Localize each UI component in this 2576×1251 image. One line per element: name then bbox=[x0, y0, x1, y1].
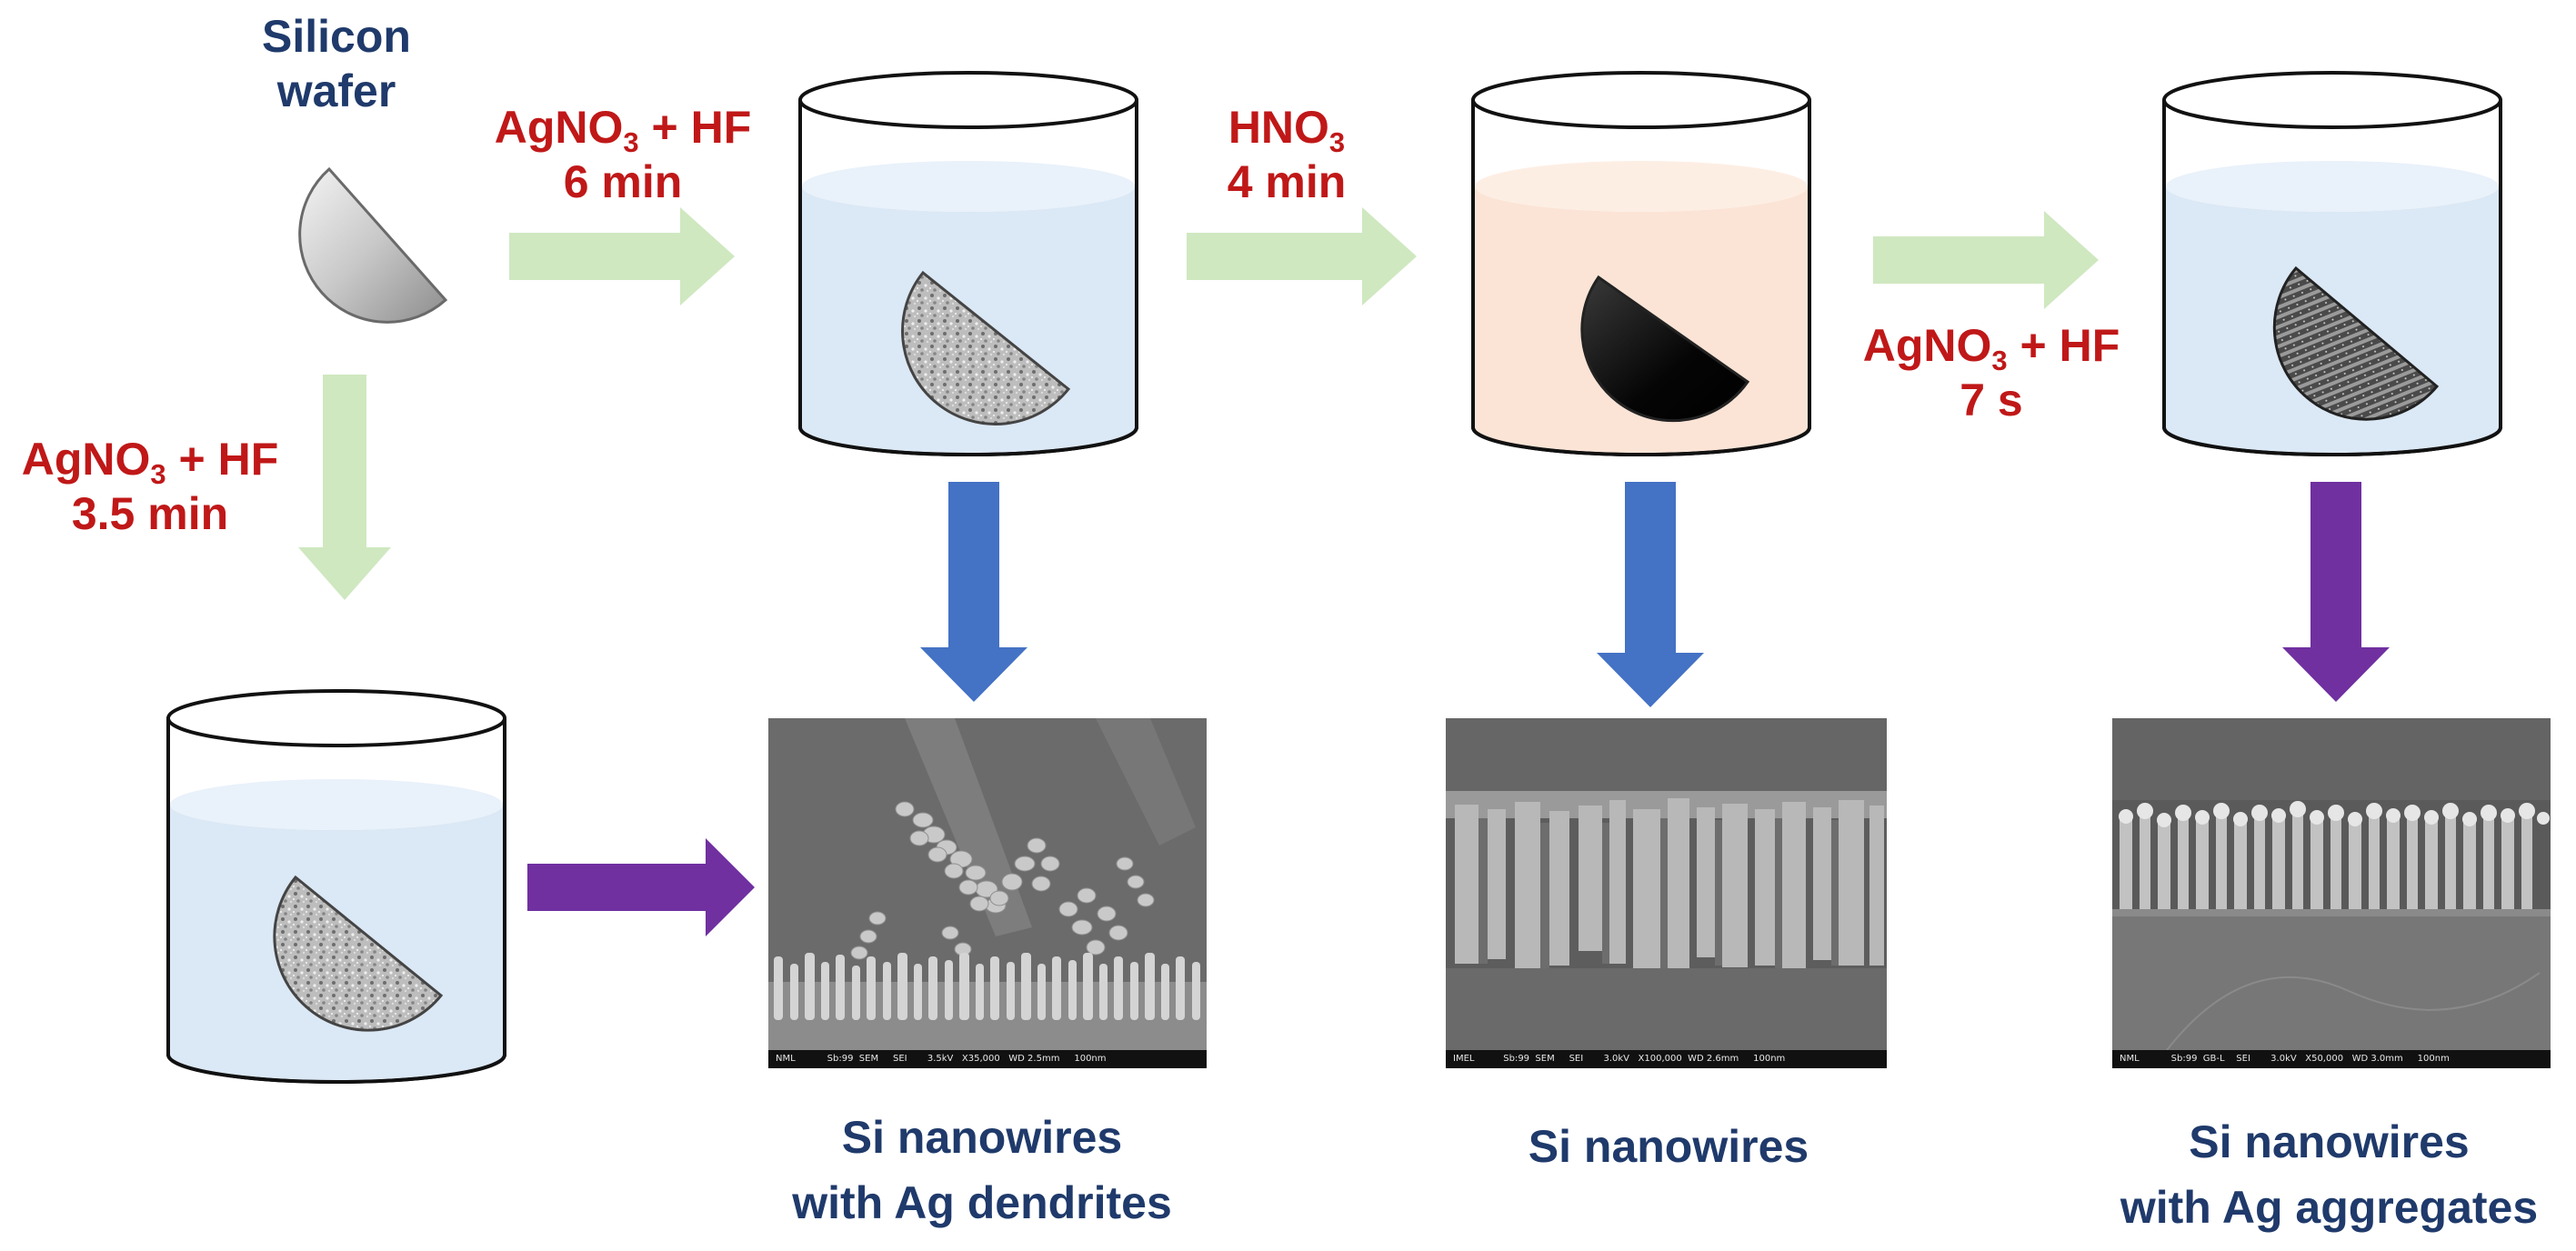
step-1-reagent: AgNO3 + HF bbox=[473, 100, 773, 158]
dendrite-wafer bbox=[901, 270, 1071, 425]
step-4-label: AgNO3 + HF 3.5 min bbox=[0, 432, 300, 541]
beaker-2 bbox=[1471, 71, 1811, 456]
result-3-label: Si nanowires with Ag aggregates bbox=[2082, 1109, 2576, 1240]
sem-caption-aggregates: NML Sb:99 GB-L SEI 3.0kV X50,000 WD 3.0m… bbox=[2112, 1050, 2551, 1068]
arrow-step-1 bbox=[509, 207, 735, 305]
arrow-step-4 bbox=[298, 375, 391, 600]
silicon-wafer bbox=[298, 166, 448, 324]
reagent-text-2: + HF bbox=[165, 434, 279, 485]
aggregate-wafer bbox=[2272, 265, 2440, 421]
reagent-text-2: + HF bbox=[638, 102, 752, 153]
result-1-line-1: Si nanowires bbox=[841, 1112, 1123, 1163]
sem-image-aggregates: NML Sb:99 GB-L SEI 3.0kV X50,000 WD 3.0m… bbox=[2112, 718, 2551, 1068]
arrow-step-2 bbox=[1187, 207, 1417, 305]
arrow-step-3 bbox=[1873, 211, 2099, 309]
sem-image-nanowires: IMEL Sb:99 SEM SEI 3.0kV X100,000 WD 2.6… bbox=[1446, 718, 1887, 1068]
result-1-line-2: with Ag dendrites bbox=[792, 1177, 1172, 1228]
reagent-text: AgNO bbox=[1862, 320, 1992, 371]
step-2-reagent: HNO3 bbox=[1173, 100, 1400, 158]
arrow-result-3 bbox=[2282, 482, 2390, 702]
arrow-result-4 bbox=[527, 838, 755, 936]
result-2-label: Si nanowires bbox=[1418, 1114, 1919, 1179]
arrow-result-2 bbox=[1597, 482, 1704, 707]
result-1-label: Si nanowires with Ag dendrites bbox=[727, 1105, 1237, 1236]
reagent-text: HNO bbox=[1228, 102, 1329, 153]
silicon-wafer-label: Silicon wafer bbox=[232, 9, 441, 118]
beaker-4 bbox=[166, 689, 506, 1084]
step-4-reagent: AgNO3 + HF bbox=[0, 432, 300, 490]
reagent-text: AgNO bbox=[21, 434, 151, 485]
reagent-subscript: 3 bbox=[150, 457, 166, 490]
beaker-1 bbox=[798, 71, 1138, 456]
black-silicon-wafer bbox=[1580, 275, 1750, 423]
reagent-subscript: 3 bbox=[623, 125, 639, 158]
reagent-subscript: 3 bbox=[1991, 344, 2008, 376]
arrow-result-1 bbox=[920, 482, 1027, 702]
step-3-time: 7 s bbox=[1960, 375, 2023, 425]
step-3-reagent: AgNO3 + HF bbox=[1841, 318, 2141, 376]
step-2-label: HNO3 4 min bbox=[1173, 100, 1400, 209]
reagent-text: AgNO bbox=[494, 102, 624, 153]
result-2-line-1: Si nanowires bbox=[1528, 1121, 1809, 1172]
reagent-text-2: + HF bbox=[2007, 320, 2120, 371]
dendrite-wafer-2 bbox=[273, 875, 444, 1032]
wafer-label-line-1: Silicon bbox=[262, 11, 411, 62]
wafer-label-line-2: wafer bbox=[276, 65, 396, 116]
step-1-time: 6 min bbox=[563, 156, 683, 207]
sem-caption-dendrites: NML Sb:99 SEM SEI 3.5kV X35,000 WD 2.5mm… bbox=[768, 1050, 1207, 1068]
beaker-3 bbox=[2162, 71, 2502, 456]
result-3-line-2: with Ag aggregates bbox=[2120, 1182, 2539, 1233]
step-4-time: 3.5 min bbox=[71, 488, 229, 539]
sem-image-dendrites: NML Sb:99 SEM SEI 3.5kV X35,000 WD 2.5mm… bbox=[768, 718, 1207, 1068]
step-1-label: AgNO3 + HF 6 min bbox=[473, 100, 773, 209]
step-2-time: 4 min bbox=[1227, 156, 1347, 207]
step-3-label: AgNO3 + HF 7 s bbox=[1841, 318, 2141, 427]
result-3-line-1: Si nanowires bbox=[2189, 1116, 2470, 1167]
sem-caption-nanowires: IMEL Sb:99 SEM SEI 3.0kV X100,000 WD 2.6… bbox=[1446, 1050, 1887, 1068]
reagent-subscript: 3 bbox=[1328, 125, 1346, 158]
